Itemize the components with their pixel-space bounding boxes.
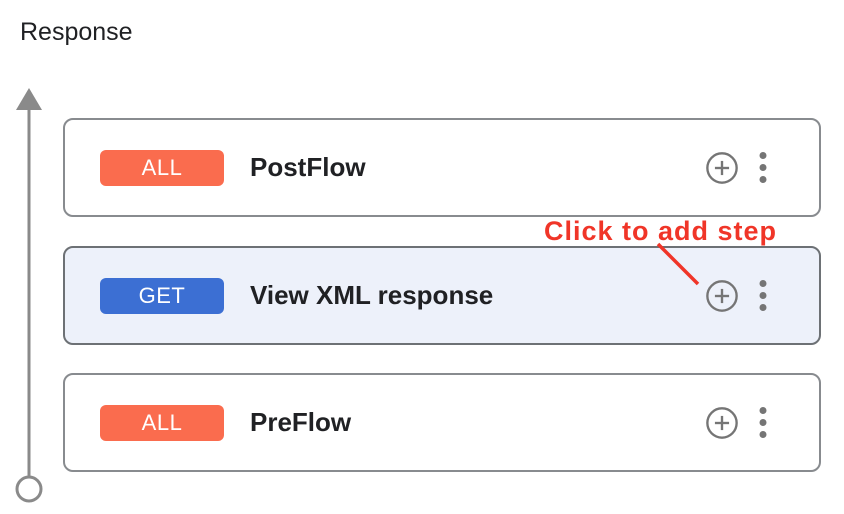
more-options-button[interactable] xyxy=(759,152,767,183)
flow-name: PreFlow xyxy=(250,407,352,437)
add-step-button[interactable] xyxy=(705,406,739,440)
flow-direction-arrow xyxy=(15,88,43,503)
flow-start-circle xyxy=(15,475,43,503)
plus-circle-icon xyxy=(706,151,738,184)
method-badge: ALL xyxy=(100,404,224,441)
more-options-button[interactable] xyxy=(759,280,767,311)
method-badge: ALL xyxy=(100,149,224,186)
flow-name: View XML response xyxy=(250,280,494,310)
flow-card-view-xml-response: GET View XML response xyxy=(63,246,821,345)
annotation-label: Click to add step xyxy=(544,216,778,246)
flow-name: PostFlow xyxy=(250,152,366,182)
card-actions xyxy=(705,406,767,440)
add-step-button[interactable] xyxy=(705,279,739,313)
page-title: Response xyxy=(20,18,133,46)
plus-circle-icon xyxy=(706,279,738,312)
kebab-menu-icon xyxy=(759,407,767,438)
arrowhead-icon xyxy=(16,88,42,110)
plus-circle-icon xyxy=(706,406,738,439)
kebab-menu-icon xyxy=(759,152,767,183)
flow-card-postflow: ALL PostFlow xyxy=(63,118,821,217)
method-badge: GET xyxy=(100,277,224,314)
flow-card-preflow: ALL PreFlow xyxy=(63,373,821,472)
kebab-menu-icon xyxy=(759,280,767,311)
card-actions xyxy=(705,279,767,313)
card-actions xyxy=(705,151,767,185)
add-step-button[interactable] xyxy=(705,151,739,185)
more-options-button[interactable] xyxy=(759,407,767,438)
